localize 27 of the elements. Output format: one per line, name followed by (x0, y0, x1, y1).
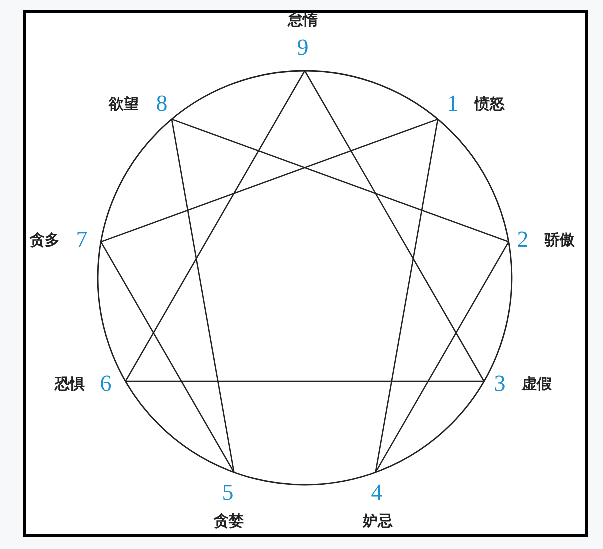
point-number: 2 (514, 228, 532, 252)
point-label: 贪婪 (214, 512, 244, 530)
point-label: 恐惧 (55, 375, 85, 393)
connecting-line (375, 242, 510, 473)
connecting-line (171, 119, 235, 473)
connecting-line (375, 119, 439, 473)
point-number: 7 (73, 228, 91, 252)
point-label: 怠惰 (288, 11, 318, 29)
point-label: 妒忌 (363, 512, 393, 530)
point-number: 8 (153, 92, 171, 116)
point-number: 9 (294, 36, 312, 60)
connecting-line (125, 70, 306, 382)
connecting-line (304, 70, 485, 382)
point-number: 6 (97, 372, 115, 396)
connecting-line (126, 380, 484, 382)
point-number: 4 (368, 481, 386, 505)
point-label: 虚假 (522, 375, 552, 393)
point-label: 骄傲 (545, 231, 575, 249)
point-label: 愤怒 (475, 95, 505, 113)
point-number: 5 (219, 481, 237, 505)
connecting-line (100, 118, 438, 243)
point-label: 贪多 (30, 231, 60, 249)
point-label: 欲望 (109, 95, 139, 113)
connecting-line (100, 242, 235, 473)
connecting-line (172, 118, 510, 243)
point-number: 3 (491, 372, 509, 396)
point-number: 1 (444, 92, 462, 116)
